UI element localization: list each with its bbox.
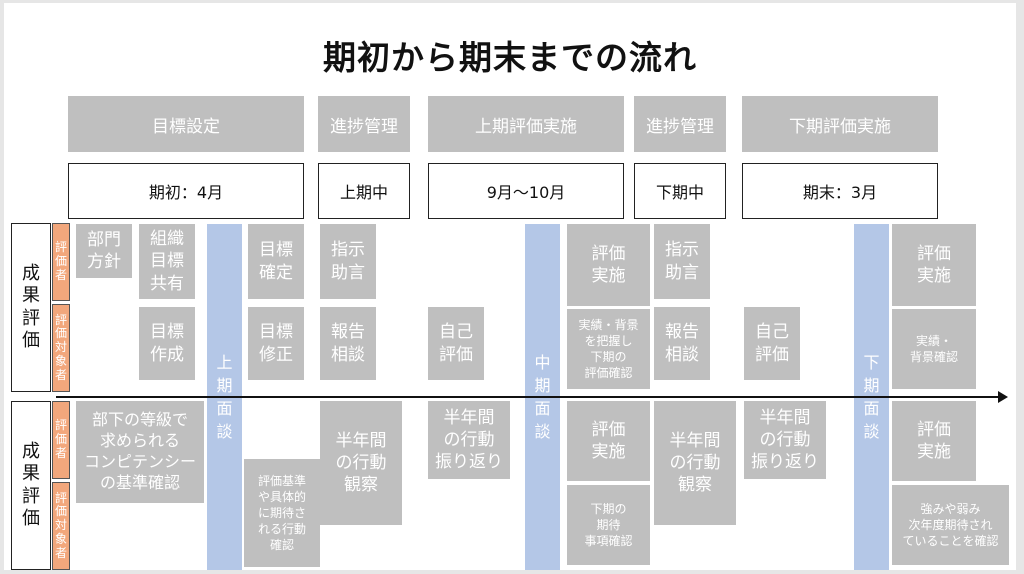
task-strength-confirm: 強みや弱み 次年度期待され ていることを確認 <box>892 485 1009 565</box>
timeline-arrow-icon <box>998 391 1008 403</box>
task-results-bg-confirm: 実績・ 背景確認 <box>892 309 976 389</box>
phase-progress-2: 進捗管理 <box>634 96 726 152</box>
task-guidance-2: 指示 助言 <box>654 224 710 299</box>
period-second-half: 下期中 <box>634 163 726 219</box>
task-report-1: 報告 相談 <box>320 307 376 380</box>
task-half-year-reflect-1: 半年間 の行動 振り返り <box>428 401 510 479</box>
period-sep-oct: 9月～10月 <box>428 163 624 219</box>
task-half-year-observe: 半年間 の行動 観察 <box>320 401 402 525</box>
phase-goal-setting: 目標設定 <box>68 96 304 152</box>
period-end: 期末：3月 <box>742 163 938 219</box>
task-eval-exec-2: 評価 実施 <box>892 224 976 306</box>
role-evaluator-top: 評 価 者 <box>52 223 70 301</box>
task-goal-revise: 目標 修正 <box>248 307 304 380</box>
task-self-eval-1: 自己 評価 <box>428 307 484 380</box>
task-half-year-reflect-2: 半年間 の行動 振り返り <box>744 401 826 479</box>
task-eval-exec-1: 評価 実施 <box>567 224 650 306</box>
period-first-half: 上期中 <box>318 163 410 219</box>
task-goal-confirm: 目標 確定 <box>248 224 304 299</box>
page-title: 期初から期末までの流れ <box>323 38 697 77</box>
phase-progress-1: 進捗管理 <box>318 96 410 152</box>
task-guidance-1: 指示 助言 <box>320 224 376 299</box>
task-next-expect-confirm: 下期の 期待 事項確認 <box>567 485 650 565</box>
task-grasp-results: 実績・背景 を把握し 下期の 評価確認 <box>567 309 650 389</box>
task-half-year-observe-2: 半年間 の行動 観察 <box>654 401 736 525</box>
role-evaluator-bottom: 評 価 者 <box>52 401 70 479</box>
task-org-goal-share: 組織 目標 共有 <box>139 224 195 299</box>
phase-first-half-eval: 上期評価実施 <box>428 96 624 152</box>
phase-second-half-eval: 下期評価実施 <box>742 96 938 152</box>
task-comp-eval-exec-2: 評価 実施 <box>892 401 976 481</box>
task-dept-policy: 部門 方針 <box>76 224 132 278</box>
timeline-axis <box>56 396 1002 398</box>
role-evaluatee-top: 評 価 対 象 者 <box>52 304 70 392</box>
task-report-2: 報告 相談 <box>654 307 710 380</box>
task-self-eval-2: 自己 評価 <box>744 307 800 380</box>
task-criteria-confirm: 評価基準 や具体的 に期待さ れる行動 確認 <box>244 459 320 567</box>
period-start: 期初：4月 <box>68 163 304 219</box>
task-competency-confirm: 部下の等級で 求められる コンピテンシー の基準確認 <box>76 401 204 503</box>
task-comp-eval-exec-1: 評価 実施 <box>567 401 650 481</box>
role-evaluatee-bottom: 評 価 対 象 者 <box>52 482 70 570</box>
slide: 期初から期末までの流れ 目標設定 進捗管理 上期評価実施 進捗管理 下期評価実施… <box>4 3 1016 570</box>
row-label-top: 成 果 評 価 <box>11 223 51 392</box>
row-label-bottom: 成 果 評 価 <box>11 401 51 570</box>
task-goal-create: 目標 作成 <box>139 307 195 380</box>
